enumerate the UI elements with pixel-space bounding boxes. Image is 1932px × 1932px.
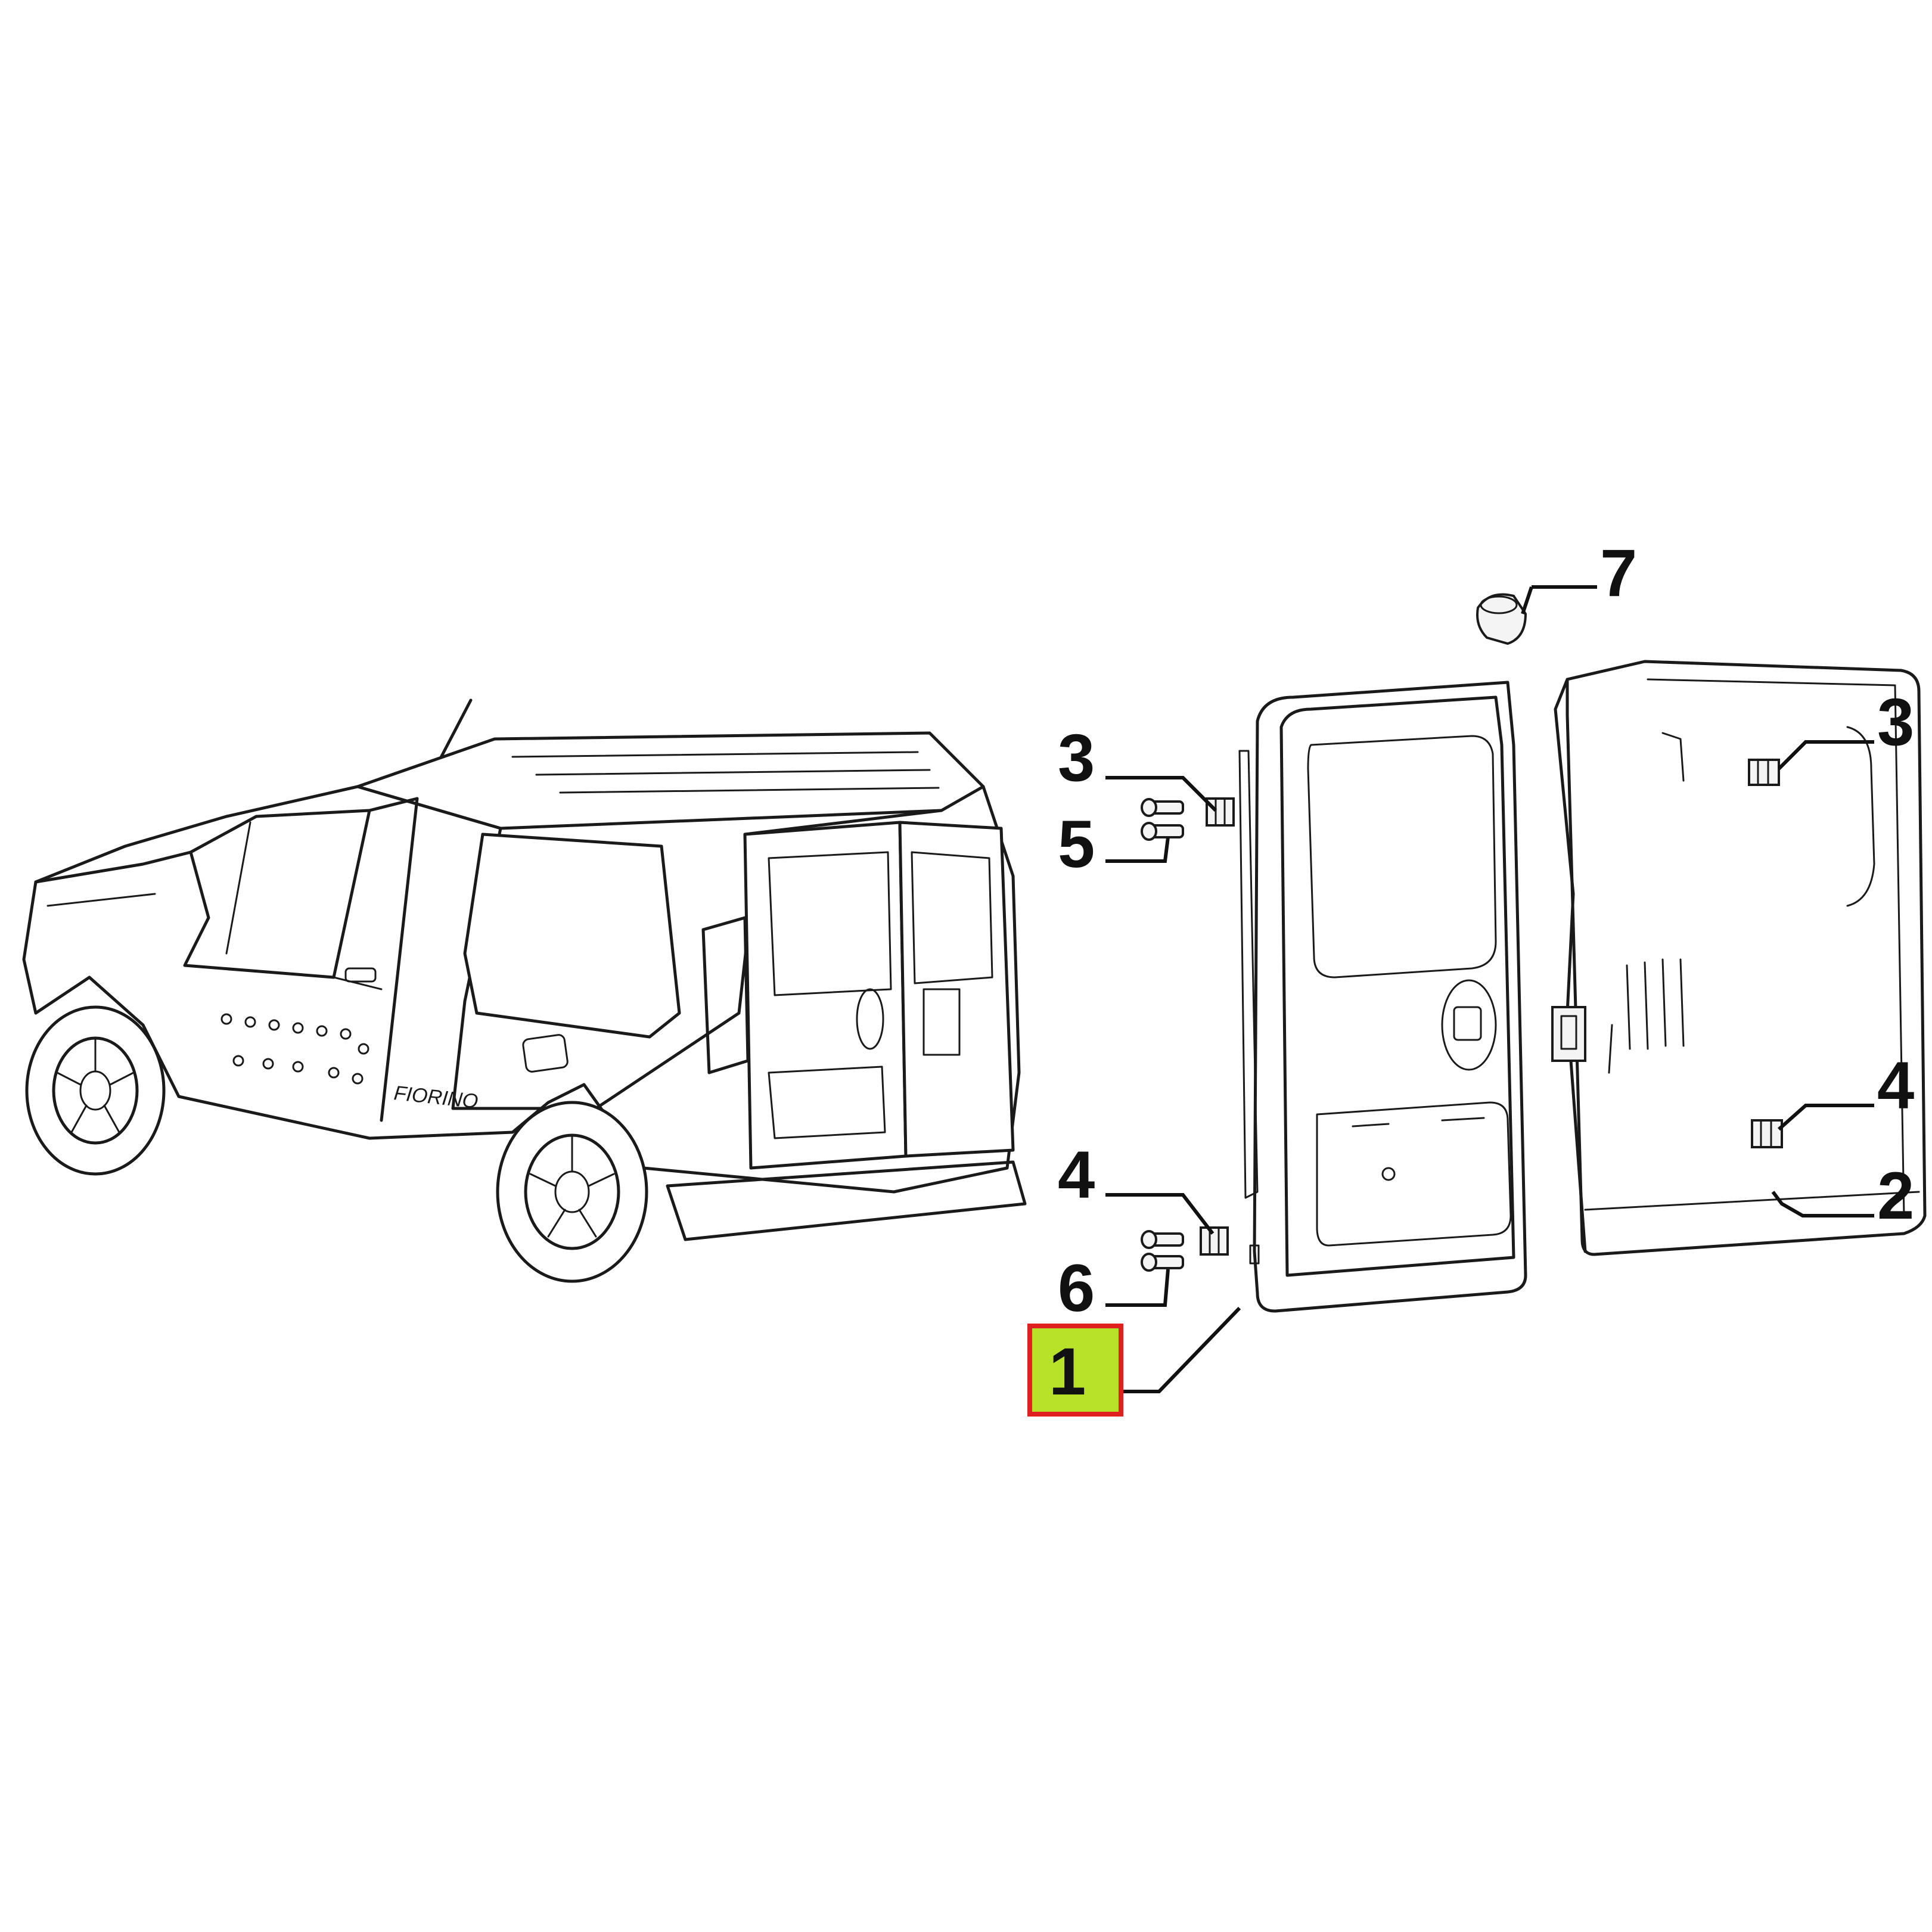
callout-label: 3 bbox=[1877, 685, 1914, 759]
callout-label: 6 bbox=[1058, 1251, 1095, 1325]
van-illustration: FIORINO bbox=[22, 698, 1027, 1283]
hinge-4-right bbox=[1751, 1119, 1783, 1148]
callout-1-highlighted[interactable]: 1 bbox=[1027, 1324, 1123, 1417]
highlight-box[interactable] bbox=[1027, 1324, 1123, 1417]
callout-2: 2 bbox=[1877, 1158, 1914, 1233]
callout-3-right: 3 bbox=[1877, 685, 1914, 759]
callout-label: 3 bbox=[1058, 720, 1095, 795]
part-7-plug bbox=[1476, 593, 1527, 645]
bolts-6 bbox=[1141, 1230, 1184, 1272]
callout-label: 7 bbox=[1600, 536, 1637, 610]
front-wheel bbox=[25, 1005, 166, 1176]
callout-label: 1 bbox=[1049, 1334, 1086, 1409]
hinge-3-left bbox=[1206, 797, 1235, 827]
callout-label: 2 bbox=[1877, 1158, 1914, 1233]
callout-4-right: 4 bbox=[1877, 1048, 1914, 1123]
callout-5: 5 bbox=[1058, 807, 1095, 881]
callout-label: 4 bbox=[1058, 1138, 1095, 1212]
callout-label: 4 bbox=[1877, 1048, 1914, 1123]
panel-fastener-dots bbox=[220, 1013, 369, 1085]
part-1-left-rear-door bbox=[1238, 681, 1527, 1313]
callout-label: 5 bbox=[1058, 807, 1095, 881]
callout-3-left: 3 bbox=[1058, 720, 1095, 795]
part-2-right-rear-door bbox=[1551, 660, 1927, 1256]
hinge-4-left bbox=[1200, 1226, 1229, 1256]
bolts-5 bbox=[1141, 798, 1184, 841]
hinge-3-right bbox=[1748, 759, 1780, 786]
callout-6: 6 bbox=[1058, 1251, 1095, 1325]
callout-7: 7 bbox=[1600, 536, 1637, 610]
leader-lines bbox=[1105, 585, 1874, 1393]
callout-4-left: 4 bbox=[1058, 1138, 1095, 1212]
rear-wheel bbox=[496, 1101, 648, 1283]
